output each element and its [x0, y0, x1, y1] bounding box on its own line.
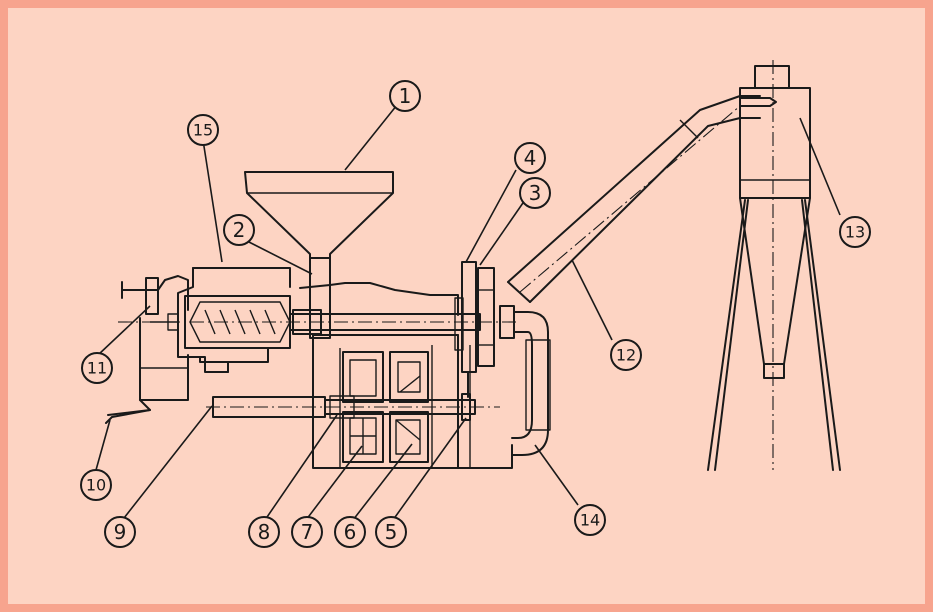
callout-3-label: 3 [529, 181, 542, 205]
callout-11: 11 [81, 352, 113, 384]
cyclone-separator [707, 60, 841, 471]
callout-6-label: 6 [344, 520, 357, 544]
leader-lines [95, 104, 841, 521]
callout-6: 6 [334, 516, 366, 548]
callout-2-label: 2 [233, 218, 246, 242]
diagram-frame [8, 8, 925, 604]
callout-1-label: 1 [399, 84, 412, 108]
callout-10-label: 10 [86, 476, 106, 495]
callout-8: 8 [248, 516, 280, 548]
callout-4-label: 4 [524, 146, 537, 170]
callout-15-label: 15 [193, 121, 213, 140]
press-chamber [118, 267, 520, 373]
gear-compartments [342, 351, 429, 463]
pulley-assembly [454, 261, 515, 398]
callout-4: 4 [514, 142, 546, 174]
return-duct [511, 311, 551, 456]
callout-1: 1 [389, 80, 421, 112]
callout-14-label: 14 [580, 511, 600, 530]
callout-7: 7 [291, 516, 323, 548]
callout-15: 15 [187, 114, 219, 146]
callout-12-label: 12 [616, 346, 636, 365]
callout-12: 12 [610, 339, 642, 371]
callout-3: 3 [519, 177, 551, 209]
callout-2: 2 [223, 214, 255, 246]
callout-5: 5 [375, 516, 407, 548]
callout-9-label: 9 [114, 520, 127, 544]
callout-11-label: 11 [87, 359, 107, 378]
conveyor-pipe [507, 95, 761, 303]
callout-10: 10 [80, 469, 112, 501]
callout-13: 13 [839, 216, 871, 248]
callout-9: 9 [104, 516, 136, 548]
callout-8-label: 8 [258, 520, 271, 544]
callout-14: 14 [574, 504, 606, 536]
callout-7-label: 7 [301, 520, 314, 544]
callout-13-label: 13 [845, 223, 865, 242]
main-housing [299, 282, 513, 469]
lower-shaft [206, 393, 500, 421]
hopper [244, 171, 394, 339]
left-attachments [105, 275, 189, 424]
callout-5-label: 5 [385, 520, 398, 544]
